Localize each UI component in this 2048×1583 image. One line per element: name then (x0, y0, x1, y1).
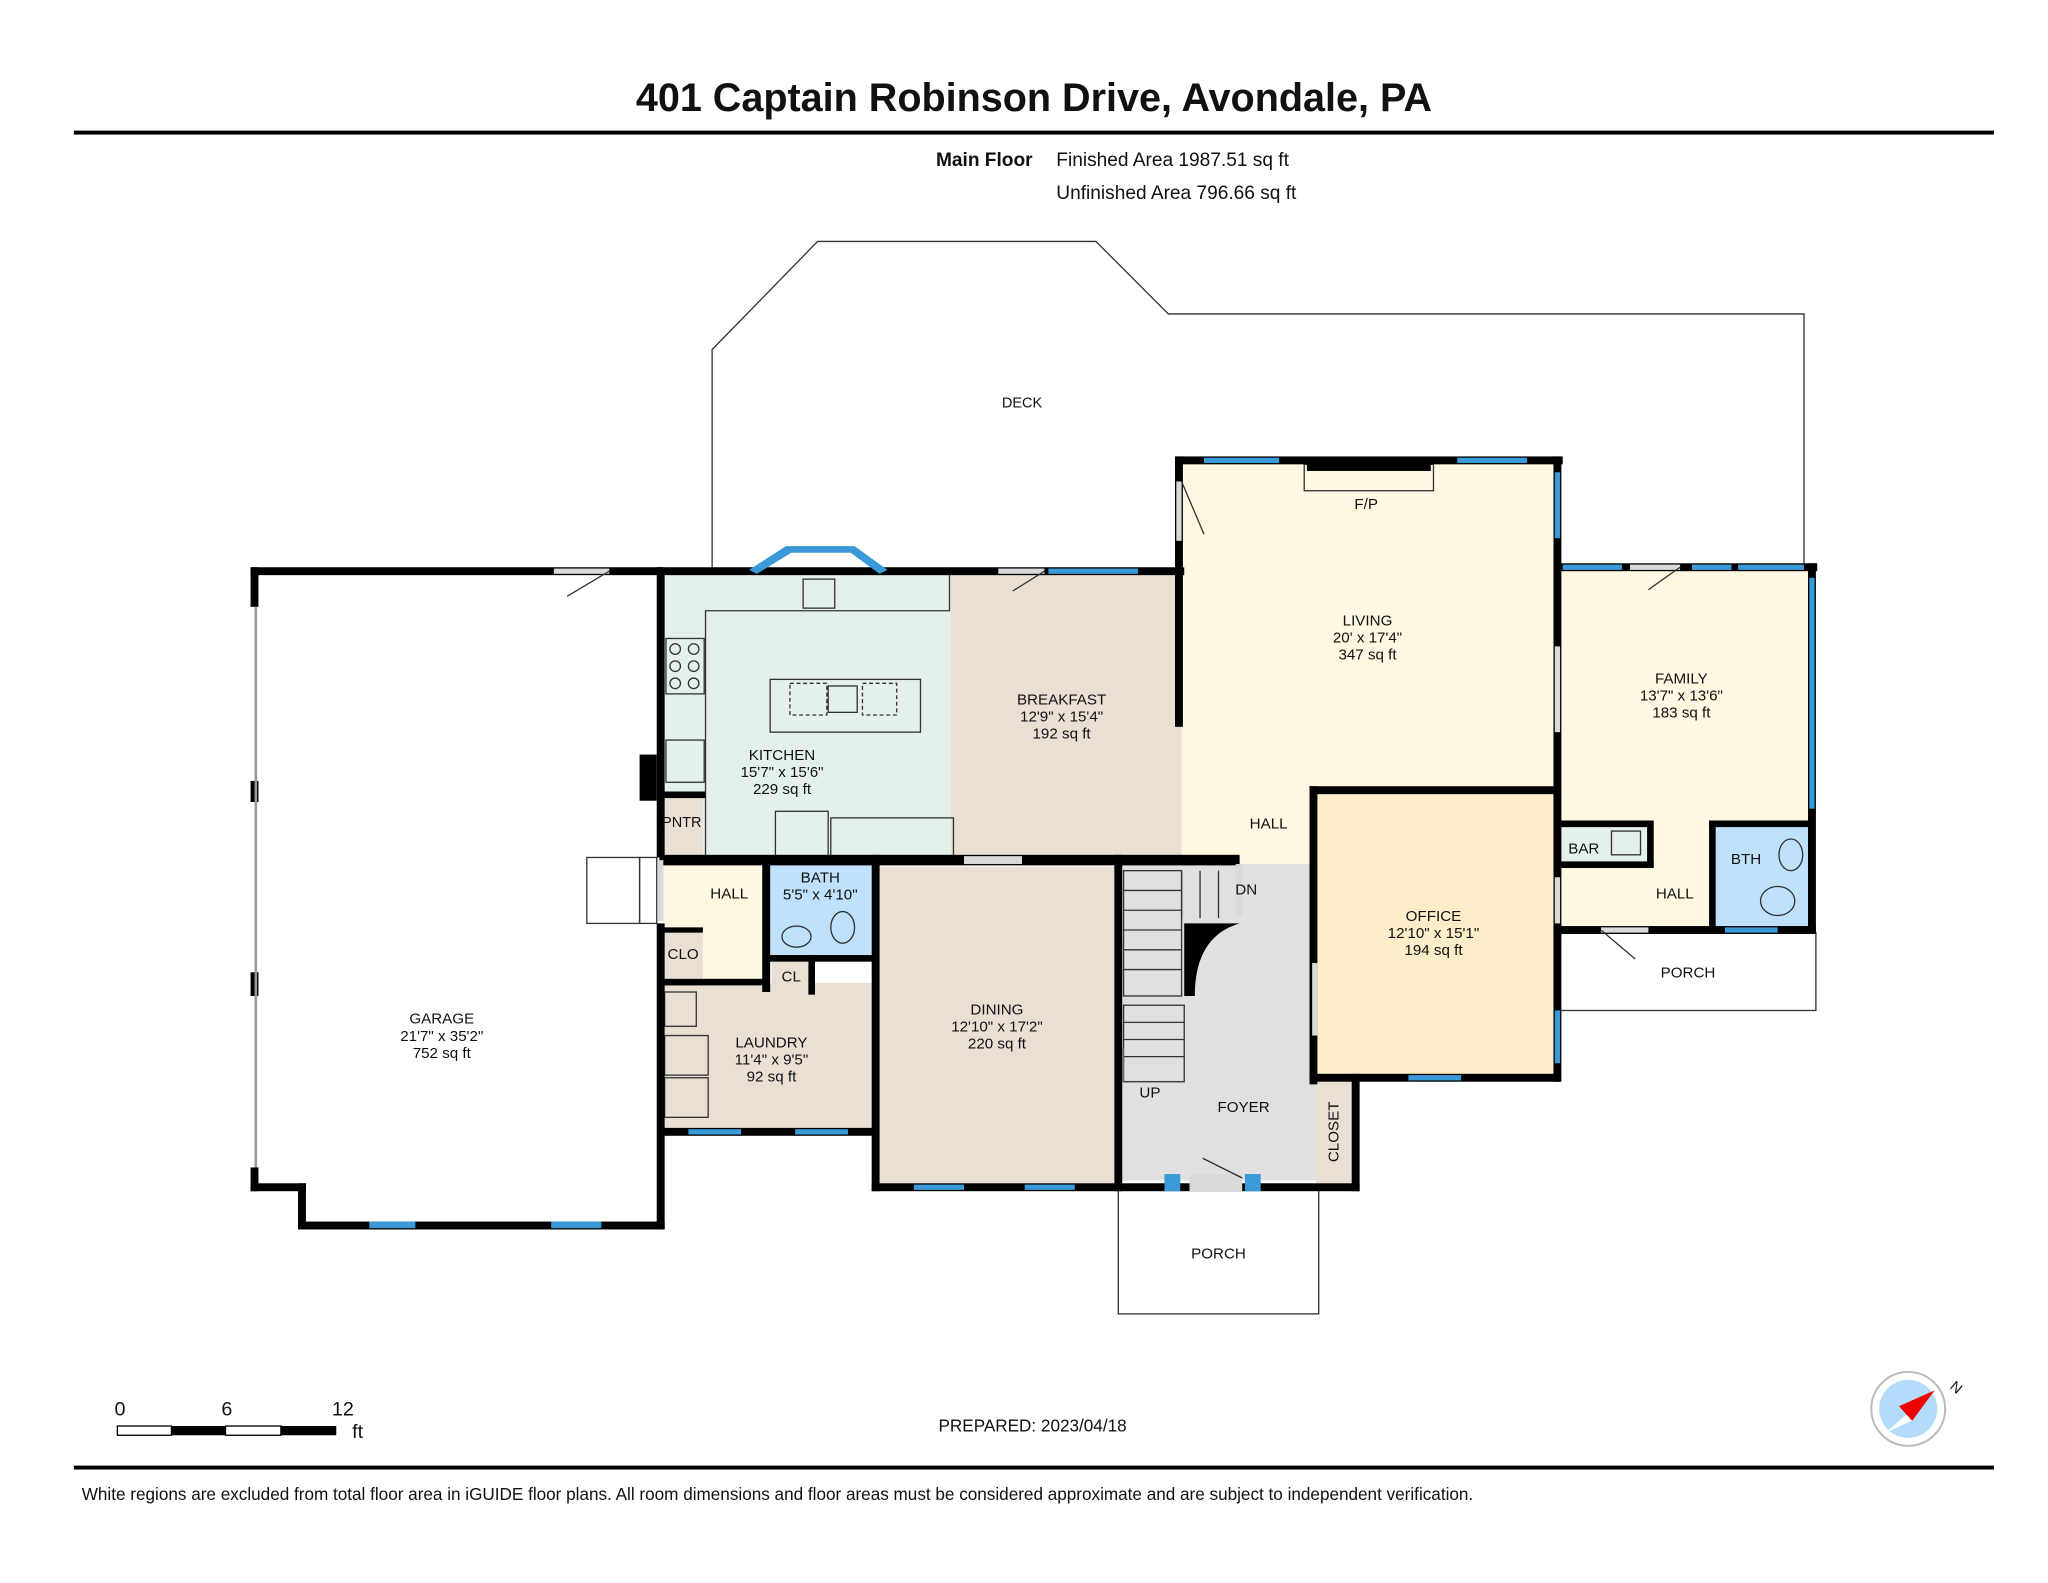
stairs-down-label: DN (1235, 881, 1257, 898)
laundry-dims: 11'4" x 9'5" (735, 1052, 809, 1069)
living-fill (1181, 464, 1558, 795)
bath-dims: 5'5" x 4'10" (783, 887, 858, 904)
breakfast-dims: 12'9" x 15'4" (1020, 709, 1103, 726)
hall-left-label: HALL (710, 885, 748, 902)
floor-label: Main Floor (936, 150, 1033, 171)
svg-text:ft: ft (352, 1421, 363, 1443)
north-label: N (1947, 1379, 1965, 1398)
stove-icon (665, 637, 705, 695)
kitchen-dims: 15'7" x 15'6" (740, 764, 823, 781)
laundry-name: LAUNDRY (735, 1034, 807, 1051)
cl-label: CL (782, 968, 801, 985)
island-sink-icon (827, 685, 858, 714)
dining-fill (878, 866, 1119, 1184)
header-divider (73, 130, 1994, 135)
stairs-up-label: UP (1139, 1085, 1160, 1102)
bath-name: BATH (801, 870, 840, 887)
bath-sink-icon (781, 925, 812, 948)
page-title: 401 Captain Robinson Drive, Avondale, PA (636, 76, 1432, 120)
svg-text:12: 12 (332, 1398, 354, 1420)
unfinished-area: Unfinished Area 796.66 sq ft (1056, 183, 1297, 204)
bth-sink-icon (1778, 838, 1804, 872)
windows (369, 457, 1815, 1229)
bth-label: BTH (1731, 851, 1761, 868)
bar-label: BAR (1568, 840, 1599, 857)
toilet-icon (830, 910, 856, 944)
svg-text:6: 6 (221, 1398, 232, 1420)
family-area: 183 sq ft (1652, 705, 1711, 722)
clo-label: CLO (668, 946, 699, 963)
foyer-label: FOYER (1217, 1099, 1269, 1116)
office-name: OFFICE (1406, 908, 1462, 925)
closet-fill (1316, 1081, 1354, 1188)
kitchen-island (769, 678, 922, 733)
kitchen-area: 229 sq ft (753, 781, 812, 798)
disclaimer: White regions are excluded from total fl… (82, 1484, 1473, 1504)
kitchen-fixtures (665, 573, 955, 859)
kitchen-name: KITCHEN (749, 747, 816, 764)
pantry-fill (663, 791, 703, 855)
office-dims: 12'10" x 15'1" (1388, 925, 1480, 942)
fridge-icon (665, 739, 705, 783)
laundry-fill (663, 982, 875, 1131)
family-dims: 13'7" x 13'6" (1640, 687, 1723, 704)
dining-area: 220 sq ft (968, 1036, 1027, 1053)
breakfast-fill (950, 573, 1182, 858)
porch-right-label: PORCH (1661, 965, 1716, 982)
porch-front-label: PORCH (1191, 1245, 1246, 1262)
clo-fill (663, 930, 703, 981)
laundry-area: 92 sq ft (747, 1069, 797, 1086)
dining-name: DINING (970, 1001, 1023, 1018)
breakfast-area: 192 sq ft (1033, 726, 1092, 743)
closet-label: CLOSET (1326, 1102, 1343, 1163)
hall-right-label: HALL (1656, 885, 1694, 902)
dining-dims: 12'10" x 17'2" (951, 1019, 1043, 1036)
compass-icon: N (1870, 1370, 1965, 1447)
sink-icon (802, 578, 836, 609)
garage-fill (258, 573, 657, 1221)
scale-bar: 0 6 12 ft (115, 1398, 364, 1442)
deck-label: DECK (1002, 396, 1043, 412)
deck: DECK (711, 240, 1805, 570)
room-labels: GARAGE 21'7" x 35'2" 752 sq ft KITCHEN 1… (400, 496, 1761, 1262)
room-fills (258, 464, 1810, 1221)
doors (553, 481, 1681, 1192)
prepared-date: PREPARED: 2023/04/18 (939, 1415, 1127, 1435)
living-name: LIVING (1343, 612, 1393, 629)
garage-area: 752 sq ft (413, 1045, 472, 1062)
family-name: FAMILY (1655, 670, 1708, 687)
bth-fill (1714, 824, 1810, 928)
svg-text:0: 0 (115, 1398, 126, 1420)
cl-fill (771, 960, 812, 994)
bth-toilet-icon (1759, 885, 1796, 917)
breakfast-name: BREAKFAST (1017, 691, 1106, 708)
fireplace-label: F/P (1354, 496, 1378, 513)
hall-center-label: HALL (1250, 815, 1288, 832)
garage-dims: 21'7" x 35'2" (400, 1028, 483, 1045)
garage-name: GARAGE (409, 1011, 474, 1028)
footer-divider (73, 1465, 1994, 1470)
office-fill (1317, 792, 1554, 1076)
living-dims: 20' x 17'4" (1333, 629, 1402, 646)
walls (250, 456, 1818, 1230)
living-area: 347 sq ft (1338, 647, 1397, 664)
pantry-label: PNTR (662, 815, 701, 831)
finished-area: Finished Area 1987.51 sq ft (1056, 150, 1289, 171)
office-area: 194 sq ft (1404, 942, 1463, 959)
bar-sink-icon (1610, 830, 1642, 856)
